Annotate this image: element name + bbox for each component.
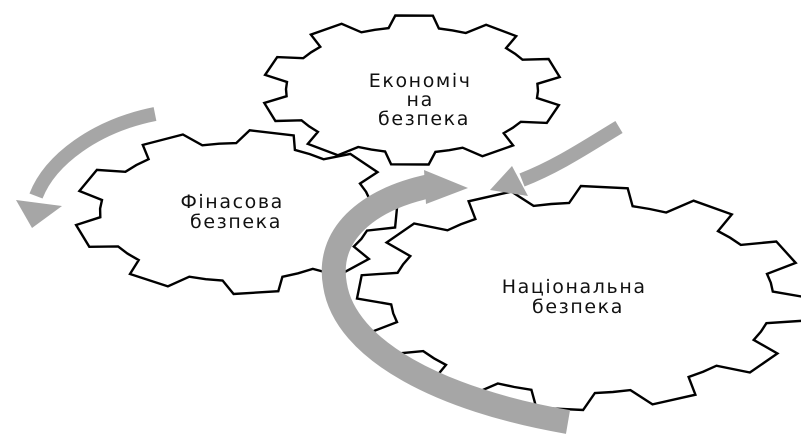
rotation-arrows	[16, 107, 623, 434]
gear-economic-body	[262, 14, 562, 166]
gear-national-label: Національна безпека	[502, 276, 654, 318]
gear-national-body	[355, 184, 801, 412]
gear-economic-label-line-1: Економіч	[369, 70, 472, 92]
arrow-financial	[29, 107, 157, 199]
gear-financial-label: Фінасова безпека	[180, 191, 291, 233]
arrow-economic	[519, 120, 623, 187]
arrow-economic-head	[490, 166, 528, 196]
arrow-financial-head	[16, 200, 62, 228]
gear-financial-label-line-2: безпека	[190, 211, 282, 233]
gear-economic: Економіч на безпека	[262, 14, 562, 166]
gear-national-label-line-1: Національна	[502, 276, 647, 298]
gear-financial-label-line-1: Фінасова	[180, 191, 283, 213]
gear-national: Національна безпека	[355, 184, 801, 412]
gear-financial-body	[74, 129, 399, 296]
gear-financial: Фінасова безпека	[74, 129, 399, 296]
gear-economic-label: Економіч на безпека	[369, 70, 479, 130]
gear-economic-label-line-2: на	[407, 89, 434, 111]
arrow-national	[321, 174, 571, 434]
gear-national-label-line-2: безпека	[532, 296, 624, 318]
gear-economic-label-line-3: безпека	[378, 108, 470, 130]
arrow-national-head	[424, 170, 468, 204]
